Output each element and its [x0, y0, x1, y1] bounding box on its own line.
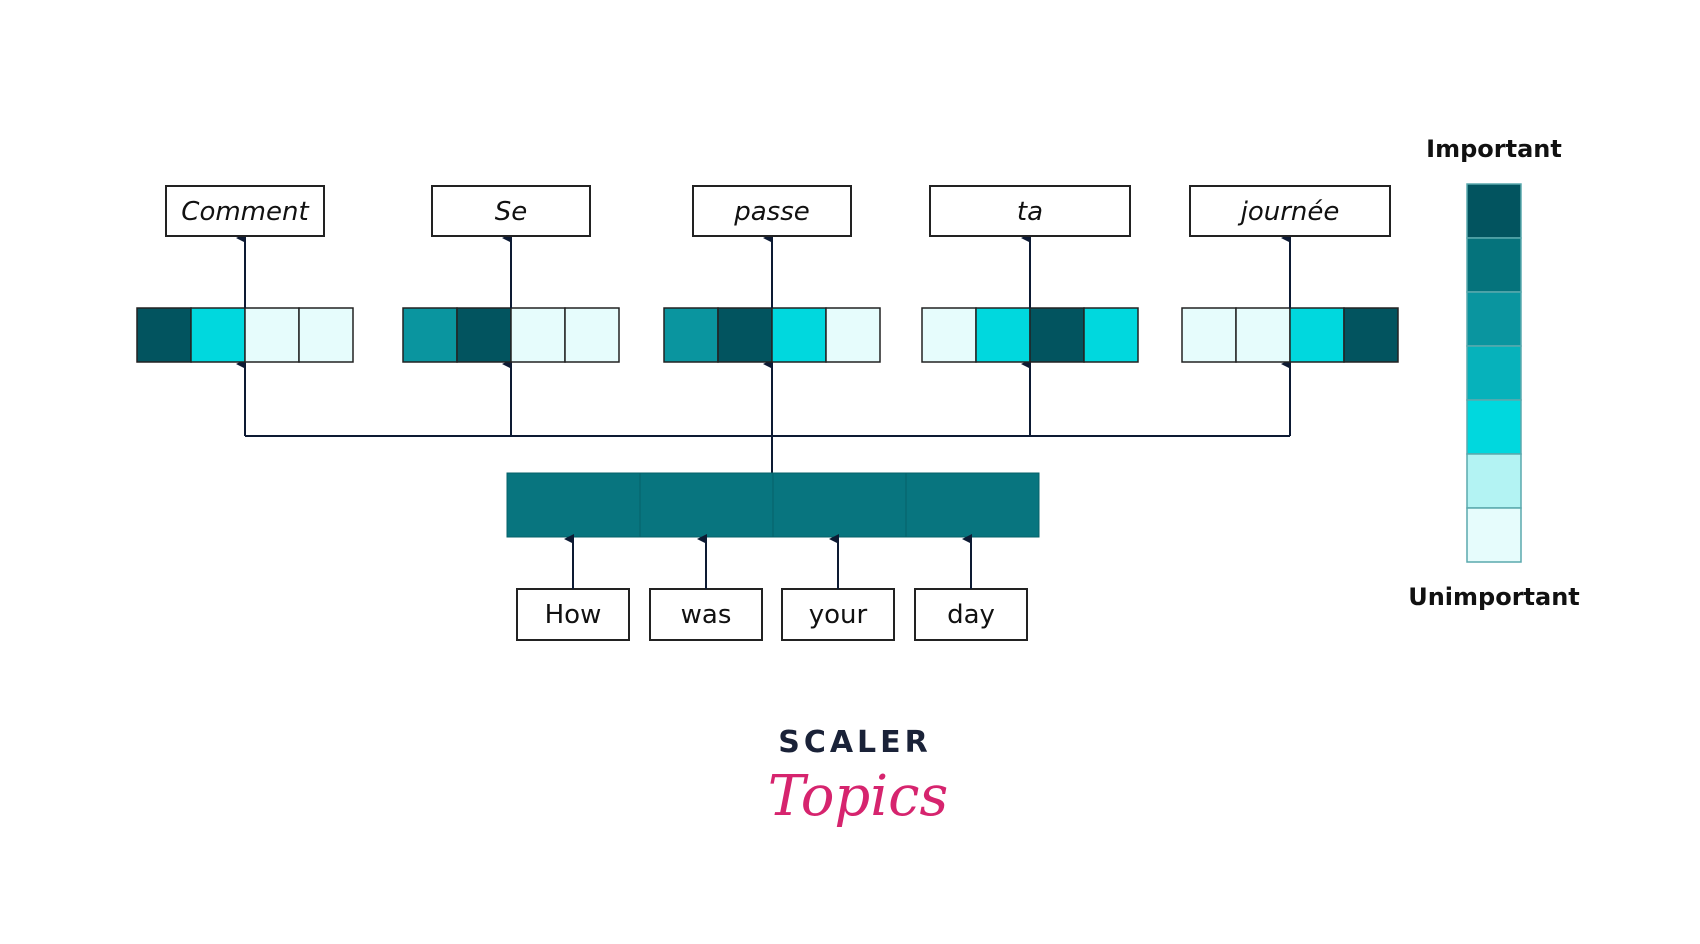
- attention-cell: [717, 307, 773, 363]
- scaler-topics-logo: SCALER Topics: [768, 725, 949, 829]
- legend-swatch: [1466, 507, 1522, 563]
- legend-unimportant-label: Unimportant: [1408, 583, 1580, 611]
- output-words: Comment Se passe ta journée: [165, 185, 1391, 308]
- attention-cell: [921, 307, 977, 363]
- attention-cell: [825, 307, 881, 363]
- legend-swatch: [1466, 345, 1522, 401]
- attention-cell: [564, 307, 620, 363]
- attention-cell: [510, 307, 566, 363]
- input-word-label: your: [809, 600, 868, 630]
- encoder-segment: [905, 472, 1040, 538]
- logo-scaler-text: SCALER: [778, 725, 932, 760]
- legend-color-scale: [1466, 183, 1522, 563]
- attention-cell: [136, 307, 192, 363]
- attention-cell: [663, 307, 719, 363]
- input-word-box: [516, 588, 630, 641]
- logo-topics-text: Topics: [768, 764, 949, 829]
- legend-swatch: [1466, 399, 1522, 455]
- output-word-label: Se: [495, 197, 528, 227]
- attention-cell: [190, 307, 246, 363]
- input-word-label: How: [545, 600, 602, 630]
- attention-cell: [1181, 307, 1237, 363]
- output-word-box: [929, 185, 1131, 237]
- legend-swatch: [1466, 237, 1522, 293]
- legend-swatch: [1466, 453, 1522, 509]
- input-words: How was your day: [516, 534, 1028, 641]
- output-word-label: journée: [1238, 197, 1340, 227]
- output-word-label: Comment: [181, 197, 309, 227]
- attention-cell: [298, 307, 354, 363]
- attention-cell: [1083, 307, 1139, 363]
- attention-vectors: [136, 307, 1399, 436]
- attention-cell: [975, 307, 1031, 363]
- output-word-box: [165, 185, 325, 237]
- importance-legend: Important Unimportant: [1408, 135, 1580, 611]
- encoder-segment: [506, 472, 641, 538]
- attention-cell: [244, 307, 300, 363]
- input-word-label: day: [947, 600, 995, 630]
- legend-swatch: [1466, 291, 1522, 347]
- output-word-label: ta: [1017, 197, 1043, 227]
- output-word-label: passe: [733, 197, 810, 227]
- attention-cell: [1029, 307, 1085, 363]
- attention-cell: [402, 307, 458, 363]
- attention-cell: [1343, 307, 1399, 363]
- connector-lines: [245, 435, 1290, 473]
- input-word-label: was: [681, 600, 732, 630]
- legend-important-label: Important: [1426, 135, 1562, 163]
- encoder-segment: [772, 472, 907, 538]
- legend-swatch: [1466, 183, 1522, 239]
- attention-cell: [771, 307, 827, 363]
- attention-cell: [1289, 307, 1345, 363]
- attention-cell: [1235, 307, 1291, 363]
- output-word-box: [1189, 185, 1391, 237]
- encoder-block: [506, 472, 1040, 538]
- output-word-box: [692, 185, 852, 237]
- encoder-segment: [639, 472, 774, 538]
- output-word-box: [431, 185, 591, 237]
- attention-cell: [456, 307, 512, 363]
